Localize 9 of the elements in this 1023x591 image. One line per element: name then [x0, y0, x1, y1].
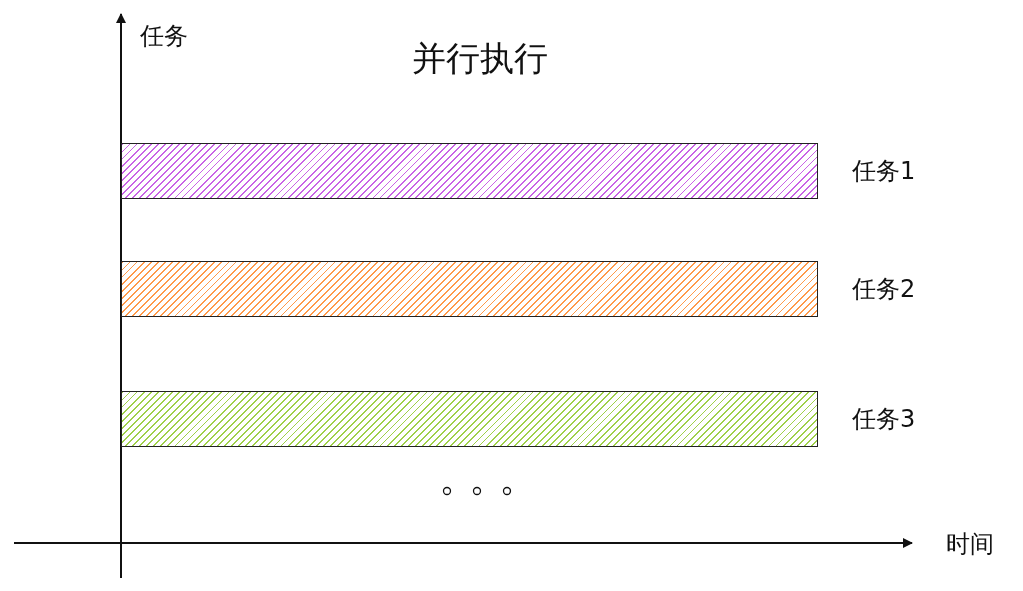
- hatched-bar: [121, 391, 818, 447]
- task-label: 任务2: [852, 274, 916, 305]
- hatched-bar: [121, 143, 818, 199]
- diagram-title: 并行执行: [411, 37, 549, 80]
- y-axis-label: 任务: [140, 21, 188, 52]
- hatched-bar: [121, 261, 818, 317]
- task-label: 任务1: [852, 156, 916, 187]
- task-label: 任务3: [852, 404, 916, 435]
- x-axis-label: 时间: [946, 529, 994, 560]
